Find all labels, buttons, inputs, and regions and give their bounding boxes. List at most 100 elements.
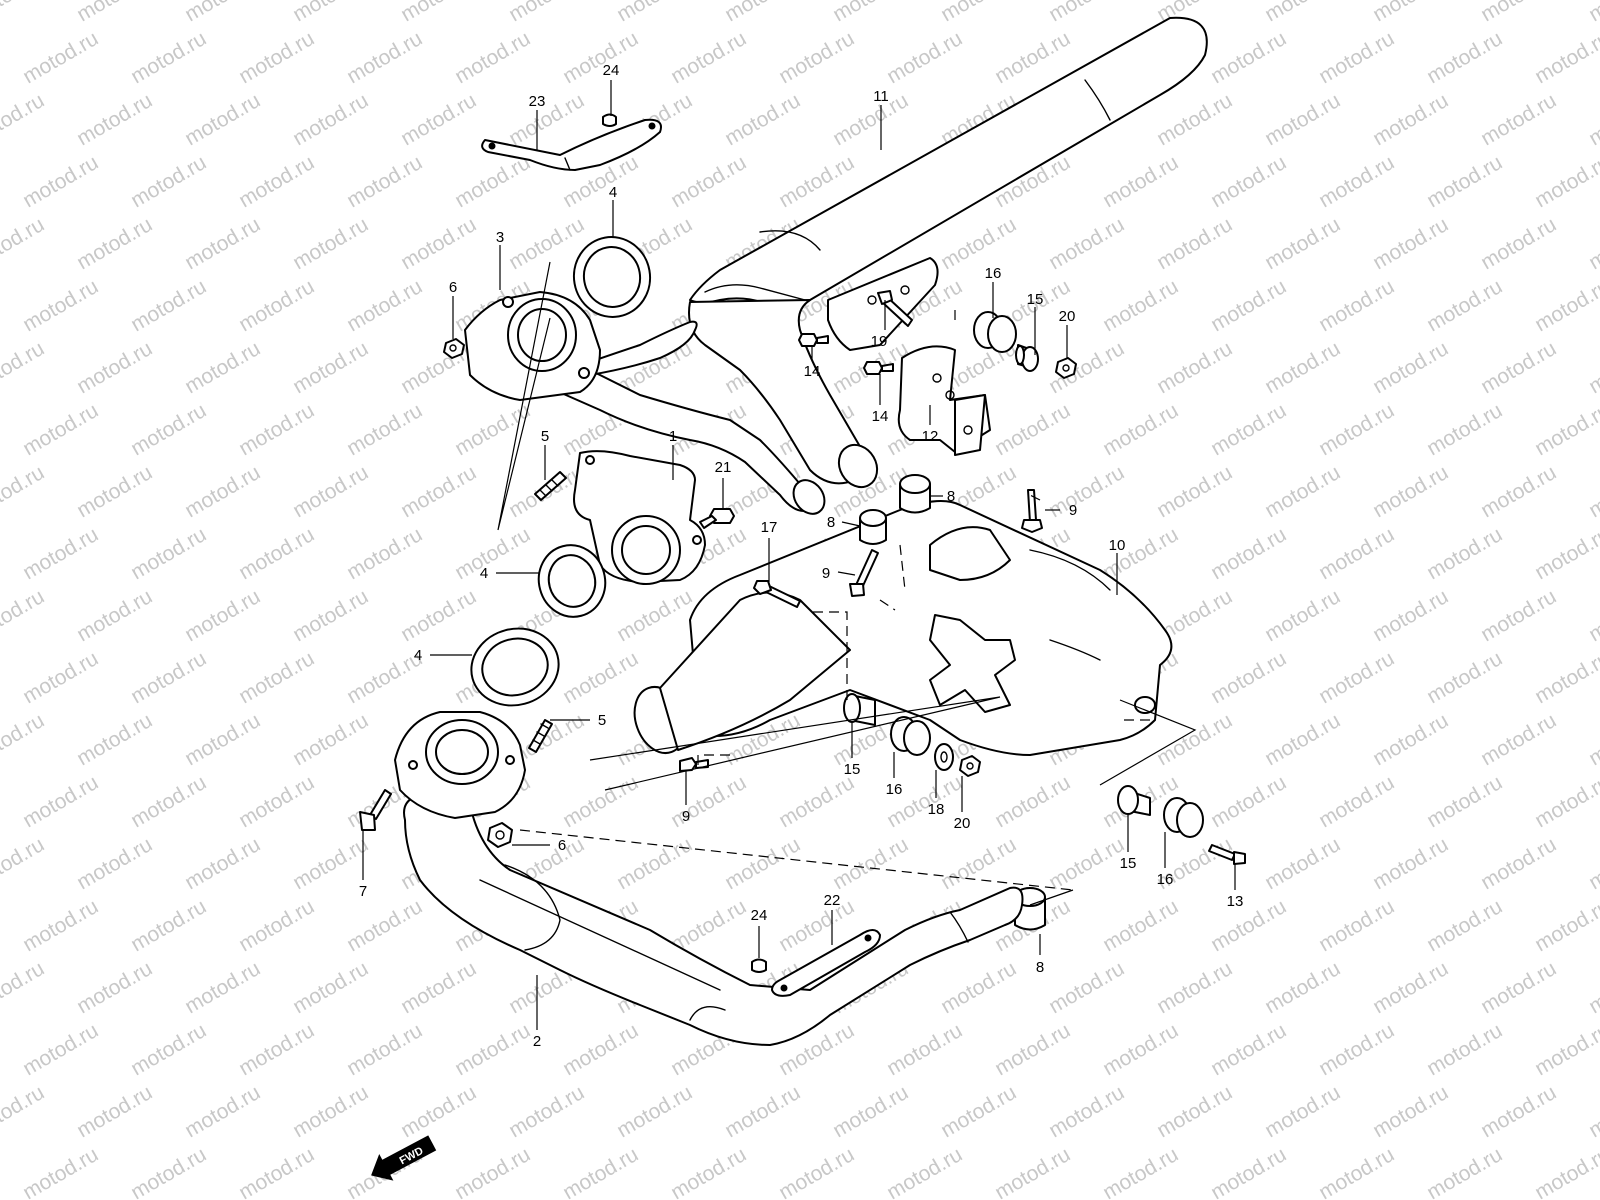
watermark-text: motod.ru [721, 1081, 804, 1142]
watermark-text: motod.ru [19, 275, 102, 336]
watermark-text: motod.ru [19, 1019, 102, 1080]
watermark-text: motod.ru [397, 585, 480, 646]
watermark-text: motod.ru [127, 151, 210, 212]
watermark-text: motod.ru [181, 0, 264, 26]
watermark-text: motod.ru [1531, 895, 1600, 956]
part-20-nut-upper [1055, 357, 1077, 379]
watermark-text: motod.ru [1207, 1019, 1290, 1080]
watermark-text: motod.ru [127, 1019, 210, 1080]
callout-9: 9 [682, 808, 690, 825]
watermark-text: motod.ru [1153, 89, 1236, 150]
part-22-heat-shield-bracket [771, 929, 881, 997]
watermark-text: motod.ru [1477, 337, 1560, 398]
watermark-text: motod.ru [1585, 957, 1600, 1018]
callout-23: 23 [529, 93, 546, 110]
watermark-text: motod.ru [1369, 0, 1452, 26]
callout-labels: 24 23 11 4 3 6 16 15 20 19 14 14 12 5 1 … [359, 62, 1244, 1050]
watermark-text: motod.ru [721, 89, 804, 150]
watermark-text: motod.ru [829, 89, 912, 150]
part-2-lower-pipe [403, 794, 1024, 1046]
part-16-damper-right [1163, 797, 1204, 838]
watermark-text: motod.ru [127, 27, 210, 88]
callout-12: 12 [922, 428, 939, 445]
watermark-text: motod.ru [235, 27, 318, 88]
part-6-nut-lower [487, 822, 513, 848]
watermark-text: motod.ru [829, 1081, 912, 1142]
watermark-text: motod.ru [289, 0, 372, 26]
watermark-text: motod.ru [829, 0, 912, 26]
part-15-collar-upper [1015, 344, 1039, 372]
watermark-text: motod.ru [451, 1019, 534, 1080]
watermark-text: motod.ru [343, 895, 426, 956]
watermark-text: motod.ru [559, 771, 642, 832]
part-15-collar-right [1117, 785, 1151, 816]
watermark-text: motod.ru [1315, 27, 1398, 88]
watermark-text: motod.ru [505, 89, 588, 150]
callout-9: 9 [1069, 502, 1077, 519]
callout-17: 17 [761, 519, 778, 536]
callout-19: 19 [871, 333, 888, 350]
watermark-text: motod.ru [937, 213, 1020, 274]
watermark-text: motod.ru [235, 275, 318, 336]
watermark-text: motod.ru [73, 957, 156, 1018]
watermark-text: motod.ru [505, 0, 588, 26]
watermark-text: motod.ru [1207, 275, 1290, 336]
watermark-text: motod.ru [289, 213, 372, 274]
watermark-text: motod.ru [1315, 895, 1398, 956]
watermark-text: motod.ru [127, 523, 210, 584]
watermark-text: motod.ru [1585, 461, 1600, 522]
watermark-text: motod.ru [181, 833, 264, 894]
watermark-text: motod.ru [1261, 1081, 1344, 1142]
watermark-text: motod.ru [1477, 1081, 1560, 1142]
callout-5: 5 [541, 428, 549, 445]
part-4-gasket-upper [572, 236, 652, 318]
watermark-text: motod.ru [1153, 337, 1236, 398]
watermark-text: motod.ru [667, 151, 750, 212]
watermark-text: motod.ru [0, 833, 48, 894]
part-16-damper-middle [890, 716, 931, 756]
watermark-text: motod.ru [1585, 585, 1600, 646]
watermark-text: motod.ru [1153, 957, 1236, 1018]
watermark-text: motod.ru [451, 1143, 534, 1200]
watermark-text: motod.ru [1369, 461, 1452, 522]
watermark-text: motod.ru [73, 337, 156, 398]
watermark-text: motod.ru [1099, 151, 1182, 212]
watermark-text: motod.ru [127, 647, 210, 708]
watermark-text: motod.ru [1423, 523, 1506, 584]
watermark-text: motod.ru [289, 89, 372, 150]
watermark-text: motod.ru [19, 1143, 102, 1200]
watermark-text: motod.ru [1153, 213, 1236, 274]
part-7-bolt [359, 789, 392, 831]
watermark-text: motod.ru [1207, 895, 1290, 956]
watermark-text: motod.ru [1207, 1143, 1290, 1200]
part-10-lower-muffler [633, 500, 1173, 756]
watermark-text: motod.ru [1315, 1143, 1398, 1200]
watermark-text: motod.ru [289, 461, 372, 522]
watermark-text: motod.ru [829, 833, 912, 894]
watermark-text: motod.ru [1099, 1019, 1182, 1080]
watermark-text: motod.ru [1045, 957, 1128, 1018]
watermark-text: motod.ru [19, 27, 102, 88]
watermark-text: motod.ru [1531, 399, 1600, 460]
watermark-text: motod.ru [181, 337, 264, 398]
callout-4: 4 [480, 565, 488, 582]
watermark-text: motod.ru [181, 585, 264, 646]
watermark-text: motod.ru [613, 833, 696, 894]
watermark-text: motod.ru [343, 27, 426, 88]
watermark-text: motod.ru [1585, 709, 1600, 770]
watermark-text: motod.ru [127, 1143, 210, 1200]
watermark-text: motod.ru [721, 0, 804, 26]
watermark-text: motod.ru [181, 461, 264, 522]
watermark-text: motod.ru [289, 337, 372, 398]
callout-2: 2 [533, 1033, 541, 1050]
watermark-text: motod.ru [73, 0, 156, 26]
watermark-text: motod.ru [0, 89, 48, 150]
callout-8: 8 [1036, 959, 1044, 976]
callout-4: 4 [609, 184, 617, 201]
watermark-text: motod.ru [1369, 337, 1452, 398]
watermark-text: motod.ru [1315, 399, 1398, 460]
part-8-sleeve-a [899, 474, 931, 514]
watermark-text: motod.ru [1261, 585, 1344, 646]
watermark-text: motod.ru [1477, 89, 1560, 150]
